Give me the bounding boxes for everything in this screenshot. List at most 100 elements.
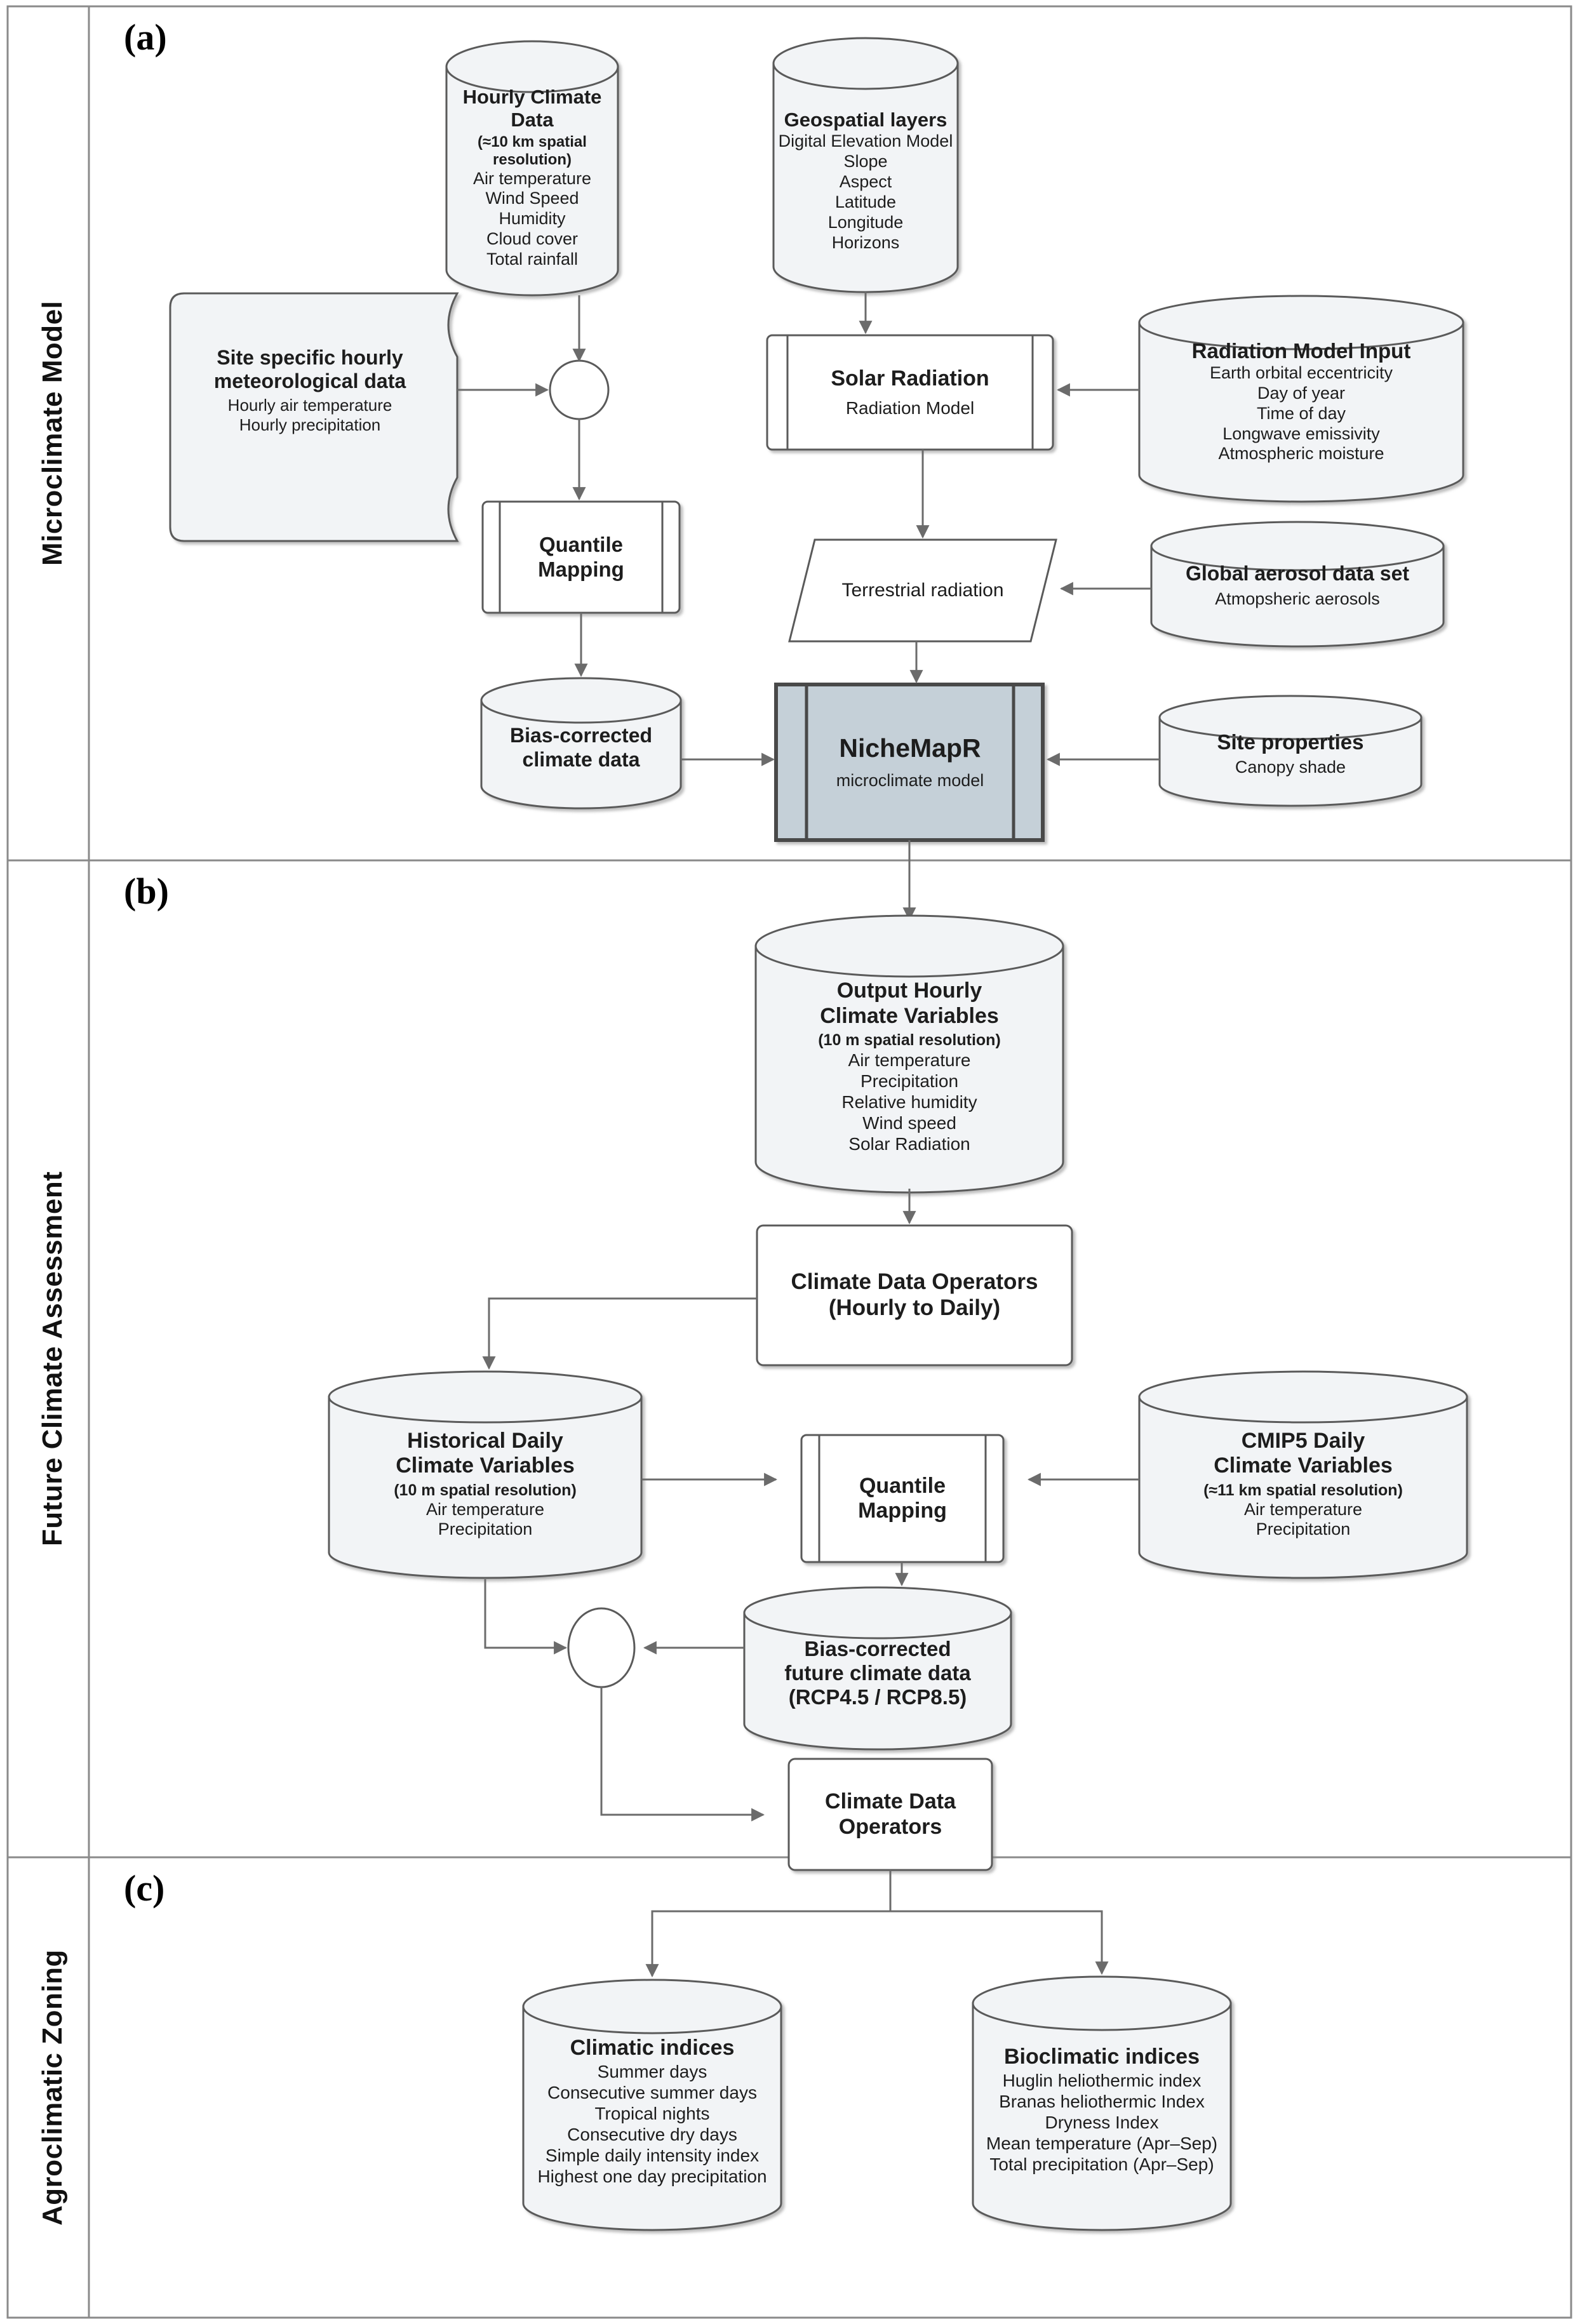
node-item: Air temperature: [425, 1499, 545, 1519]
node-item: Summer days: [597, 2061, 707, 2081]
panel-tag-a: (a): [124, 17, 167, 58]
panel-label-microclimate-model: Microclimate Model: [37, 300, 68, 566]
node-item: Horizons: [831, 232, 900, 252]
node-bias-corrected-climate-data[interactable]: Bias-corrected climate data: [481, 705, 681, 791]
panel-tag-b: (b): [124, 871, 169, 912]
node-title: Site properties: [1217, 730, 1364, 754]
node-global-aerosol-data-set[interactable]: Global aerosol data set Atmopsheric aero…: [1153, 547, 1442, 624]
node-title: Global aerosol data set: [1185, 561, 1410, 585]
node-solar-radiation[interactable]: Solar Radiation Radiation Model: [787, 335, 1033, 450]
node-item: Atmospheric moisture: [1218, 444, 1384, 464]
node-item: Aspect: [839, 172, 892, 192]
node-label: Terrestrial radiation: [841, 580, 1004, 601]
node-title-line: Quantile: [539, 533, 624, 557]
node-title-line: Site specific hourly: [217, 346, 403, 370]
node-item: Longwave emissivity: [1222, 424, 1380, 443]
node-item: Consecutive dry days: [567, 2124, 737, 2144]
node-subtitle: (10 m spatial resolution): [818, 1031, 1001, 1050]
node-item: Atmopsheric aerosols: [1215, 589, 1380, 608]
node-item: Earth orbital eccentricity: [1209, 363, 1393, 382]
node-climatic-indices[interactable]: Climatic indices Summer days Consecutive…: [514, 2019, 790, 2203]
node-terrestrial-radiation[interactable]: Terrestrial radiation: [799, 540, 1047, 641]
node-item: Longitude: [827, 212, 904, 232]
node-item: Simple daily intensity index: [545, 2145, 760, 2165]
node-title-line: Climate Variables: [820, 1003, 999, 1028]
node-quantile-mapping-future[interactable]: Quantile Mapping: [819, 1435, 986, 1562]
node-item: Consecutive summer days: [547, 2082, 757, 2102]
panel-label-future-climate-assessment: Future Climate Assessment: [37, 1171, 68, 1547]
node-item: Cloud cover: [486, 229, 579, 249]
node-title: Hourly Climate Data: [462, 86, 602, 131]
node-subtitle: (≈11 km spatial resolution): [1203, 1481, 1403, 1499]
node-title-line: (Hourly to Daily): [828, 1295, 1001, 1320]
node-subtitle: (10 m spatial resolution): [394, 1481, 577, 1499]
panel-tag-c: (c): [124, 1867, 165, 1909]
node-item: Hourly air temperature: [227, 396, 392, 415]
node-item: Time of day: [1256, 403, 1346, 423]
node-site-specific-meteorological-data[interactable]: Site specific hourly meteorological data…: [170, 311, 450, 470]
node-item: Branas heliothermic Index: [999, 2091, 1205, 2111]
node-title-line: climate data: [522, 747, 640, 771]
node-title-line: Bias-corrected: [509, 724, 653, 747]
node-item: Day of year: [1257, 383, 1346, 403]
node-item: Huglin heliothermic index: [1002, 2070, 1202, 2090]
node-title-line: Mapping: [858, 1499, 947, 1523]
node-geospatial-layers[interactable]: Geospatial layers Digital Elevation Mode…: [772, 89, 960, 273]
node-title-line: Quantile: [859, 1473, 946, 1498]
node-subtitle: Radiation Model: [845, 398, 975, 418]
node-title: Solar Radiation: [831, 366, 989, 391]
node-title-line: meteorological data: [213, 370, 406, 393]
node-title-line: Climate Data: [825, 1789, 956, 1814]
node-title: Climatic indices: [570, 2036, 735, 2060]
node-cmip5-daily-climate-variables[interactable]: CMIP5 Daily Climate Variables (≈11 km sp…: [1139, 1406, 1467, 1562]
node-item: Dryness Index: [1045, 2112, 1159, 2132]
node-item: Canopy shade: [1235, 758, 1346, 777]
node-item: Total rainfall: [486, 250, 579, 269]
node-hourly-climate-data[interactable]: Hourly Climate Data (≈10 km spatial reso…: [445, 86, 620, 270]
node-title: Geospatial layers: [784, 109, 948, 131]
node-title-line: Climate Variables: [1214, 1453, 1393, 1478]
node-bioclimatic-indices[interactable]: Bioclimatic indices Huglin heliothermic …: [965, 2029, 1238, 2191]
node-item: Air temperature: [1243, 1499, 1363, 1519]
node-item: Precipitation: [438, 1519, 533, 1539]
node-item: Air temperature: [472, 168, 592, 188]
panel-label-agroclimatic-zoning: Agroclimatic Zoning: [37, 1949, 68, 2226]
node-item: Precipitation: [1256, 1519, 1351, 1539]
node-bias-corrected-future-climate-data[interactable]: Bias-corrected future climate data (RCP4…: [744, 1616, 1011, 1730]
node-radiation-model-input[interactable]: Radiation Model Input Earth orbital ecce…: [1143, 327, 1459, 476]
node-item: Solar Radiation: [848, 1134, 970, 1154]
node-item: Humidity: [499, 209, 566, 229]
node-item: Total precipitation (Apr–Sep): [989, 2154, 1214, 2174]
node-output-hourly-climate-variables[interactable]: Output Hourly Climate Variables (10 m sp…: [756, 959, 1063, 1175]
node-subtitle: microclimate model: [836, 771, 984, 791]
node-item: Digital Elevation Model: [778, 131, 953, 151]
node-site-properties[interactable]: Site properties Canopy shade: [1161, 721, 1420, 787]
node-title-line: Historical Daily: [407, 1428, 563, 1453]
node-nichemapr[interactable]: NicheMapR microclimate model: [807, 685, 1014, 840]
node-title-line: Climate Variables: [396, 1453, 575, 1478]
node-title: Bioclimatic indices: [1004, 2045, 1200, 2069]
node-subtitle: (≈10 km spatial resolution): [478, 133, 587, 168]
node-title-line: (RCP4.5 / RCP8.5): [788, 1685, 967, 1709]
node-title-line: Bias-corrected: [804, 1636, 951, 1660]
node-item: Highest one day precipitation: [537, 2166, 767, 2186]
node-title-line: CMIP5 Daily: [1241, 1428, 1365, 1453]
node-title: Radiation Model Input: [1191, 338, 1411, 363]
node-title-line: Output Hourly: [836, 978, 982, 1003]
node-climate-data-operators[interactable]: Climate Data Operators: [789, 1759, 992, 1870]
node-title-line: Mapping: [538, 557, 624, 581]
node-item: Hourly precipitation: [239, 415, 381, 435]
node-title-line: future climate data: [784, 1660, 971, 1685]
node-historical-daily-climate-variables[interactable]: Historical Daily Climate Variables (10 m…: [329, 1406, 641, 1562]
node-title-line: Climate Data Operators: [791, 1269, 1038, 1295]
node-item: Wind speed: [862, 1113, 956, 1133]
node-item: Mean temperature (Apr–Sep): [986, 2133, 1218, 2153]
node-title: NicheMapR: [839, 733, 981, 763]
node-item: Tropical nights: [594, 2103, 710, 2123]
node-title-line: Operators: [838, 1814, 942, 1839]
node-climate-data-operators-hourly-to-daily[interactable]: Climate Data Operators (Hourly to Daily): [757, 1225, 1072, 1365]
node-item: Wind Speed: [485, 189, 579, 208]
node-quantile-mapping-historical[interactable]: Quantile Mapping: [500, 502, 662, 613]
